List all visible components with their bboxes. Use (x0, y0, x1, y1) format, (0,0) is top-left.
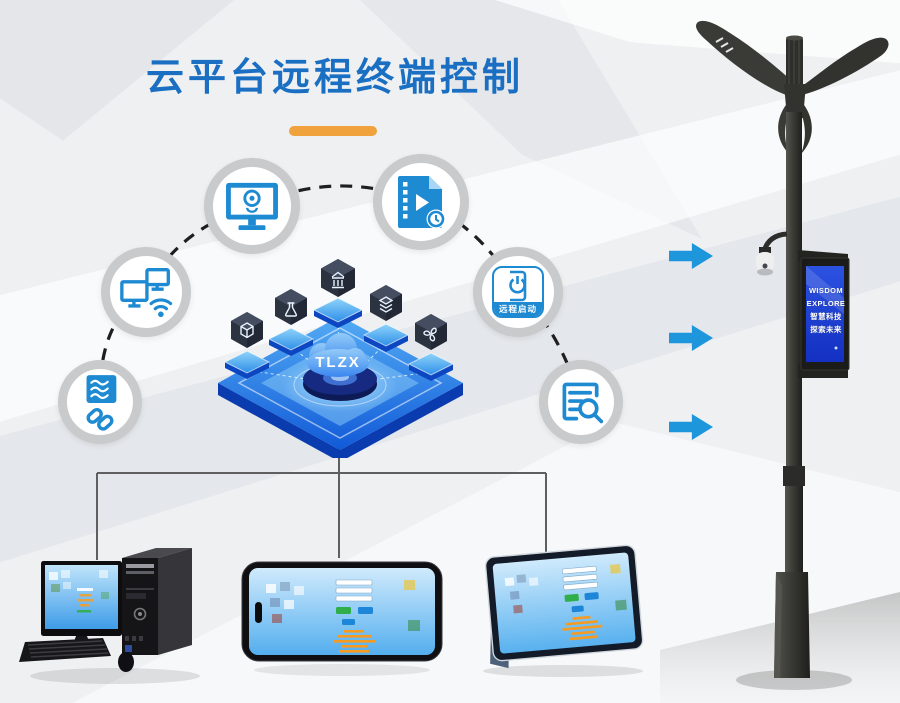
platform-torus (303, 363, 377, 401)
lamp-arms (695, 20, 889, 154)
title-underline (289, 126, 377, 136)
display-line-4: 探索未来 (810, 325, 842, 334)
feature-circle-remote-start: 远程启动 (473, 247, 563, 337)
flask-icon (275, 289, 307, 325)
pc-tower (122, 548, 192, 655)
cube-icon (231, 312, 263, 348)
display-line-3: 智慧科技 (810, 312, 842, 321)
flow-chain-link-icon (86, 375, 117, 431)
display-line-2: EXPLORE (806, 299, 846, 308)
platform-side (218, 383, 463, 458)
monitor-webcam-icon (226, 182, 278, 231)
cloud-platform-illustration: TLZX (218, 259, 463, 458)
dome-camera (756, 231, 788, 276)
mini-tiles (223, 297, 455, 381)
right-arrow-2 (669, 325, 713, 351)
document-search-icon (562, 382, 604, 424)
smart-lamp-post (660, 20, 900, 703)
right-arrow-3 (669, 414, 713, 440)
desktop-computer (19, 548, 200, 684)
cloud-label: TLZX (315, 354, 361, 371)
tablet-screen-content (504, 564, 627, 641)
page-title: 云平台远程终端控制 (146, 57, 525, 99)
fan-icon (415, 314, 447, 350)
pole-display-text: WISDOM EXPLORE 智慧科技 探索未来 (806, 284, 846, 336)
pc-monitor (41, 561, 122, 655)
dual-monitor-wifi-icon (120, 268, 173, 318)
ground-shadow (660, 592, 900, 703)
lamp-pole (774, 112, 810, 678)
right-arrow-1 (669, 243, 713, 269)
remote-start-label: 远程启动 (494, 302, 542, 316)
feature-circle-doc-search (539, 360, 623, 444)
phone-screen-content (266, 579, 420, 653)
service-cubes (231, 259, 447, 350)
display-line-1: WISDOM (808, 286, 844, 295)
cloud: TLZX (307, 333, 369, 377)
pole-base (774, 572, 810, 678)
phone-power-glyph (509, 270, 527, 302)
tablet (483, 544, 644, 677)
phone-power-icon: 远程启动 (492, 266, 544, 318)
feature-circle-data-link (58, 360, 142, 444)
feature-circle-video-file (373, 154, 469, 250)
keyboard (19, 638, 111, 662)
feature-circle-webcam-monitor (204, 158, 300, 254)
platform-top (218, 316, 463, 450)
feature-circle-network (101, 247, 191, 337)
bank-columns-icon (321, 259, 355, 297)
video-file-icon (398, 176, 446, 229)
mouse (118, 652, 134, 672)
phone-camera-pill (255, 602, 262, 623)
tile-links (246, 319, 432, 383)
smartphone (241, 561, 443, 676)
device-bracket-lines (96, 448, 547, 560)
layers-icon (370, 285, 402, 321)
tablet-kickstand (490, 603, 509, 669)
